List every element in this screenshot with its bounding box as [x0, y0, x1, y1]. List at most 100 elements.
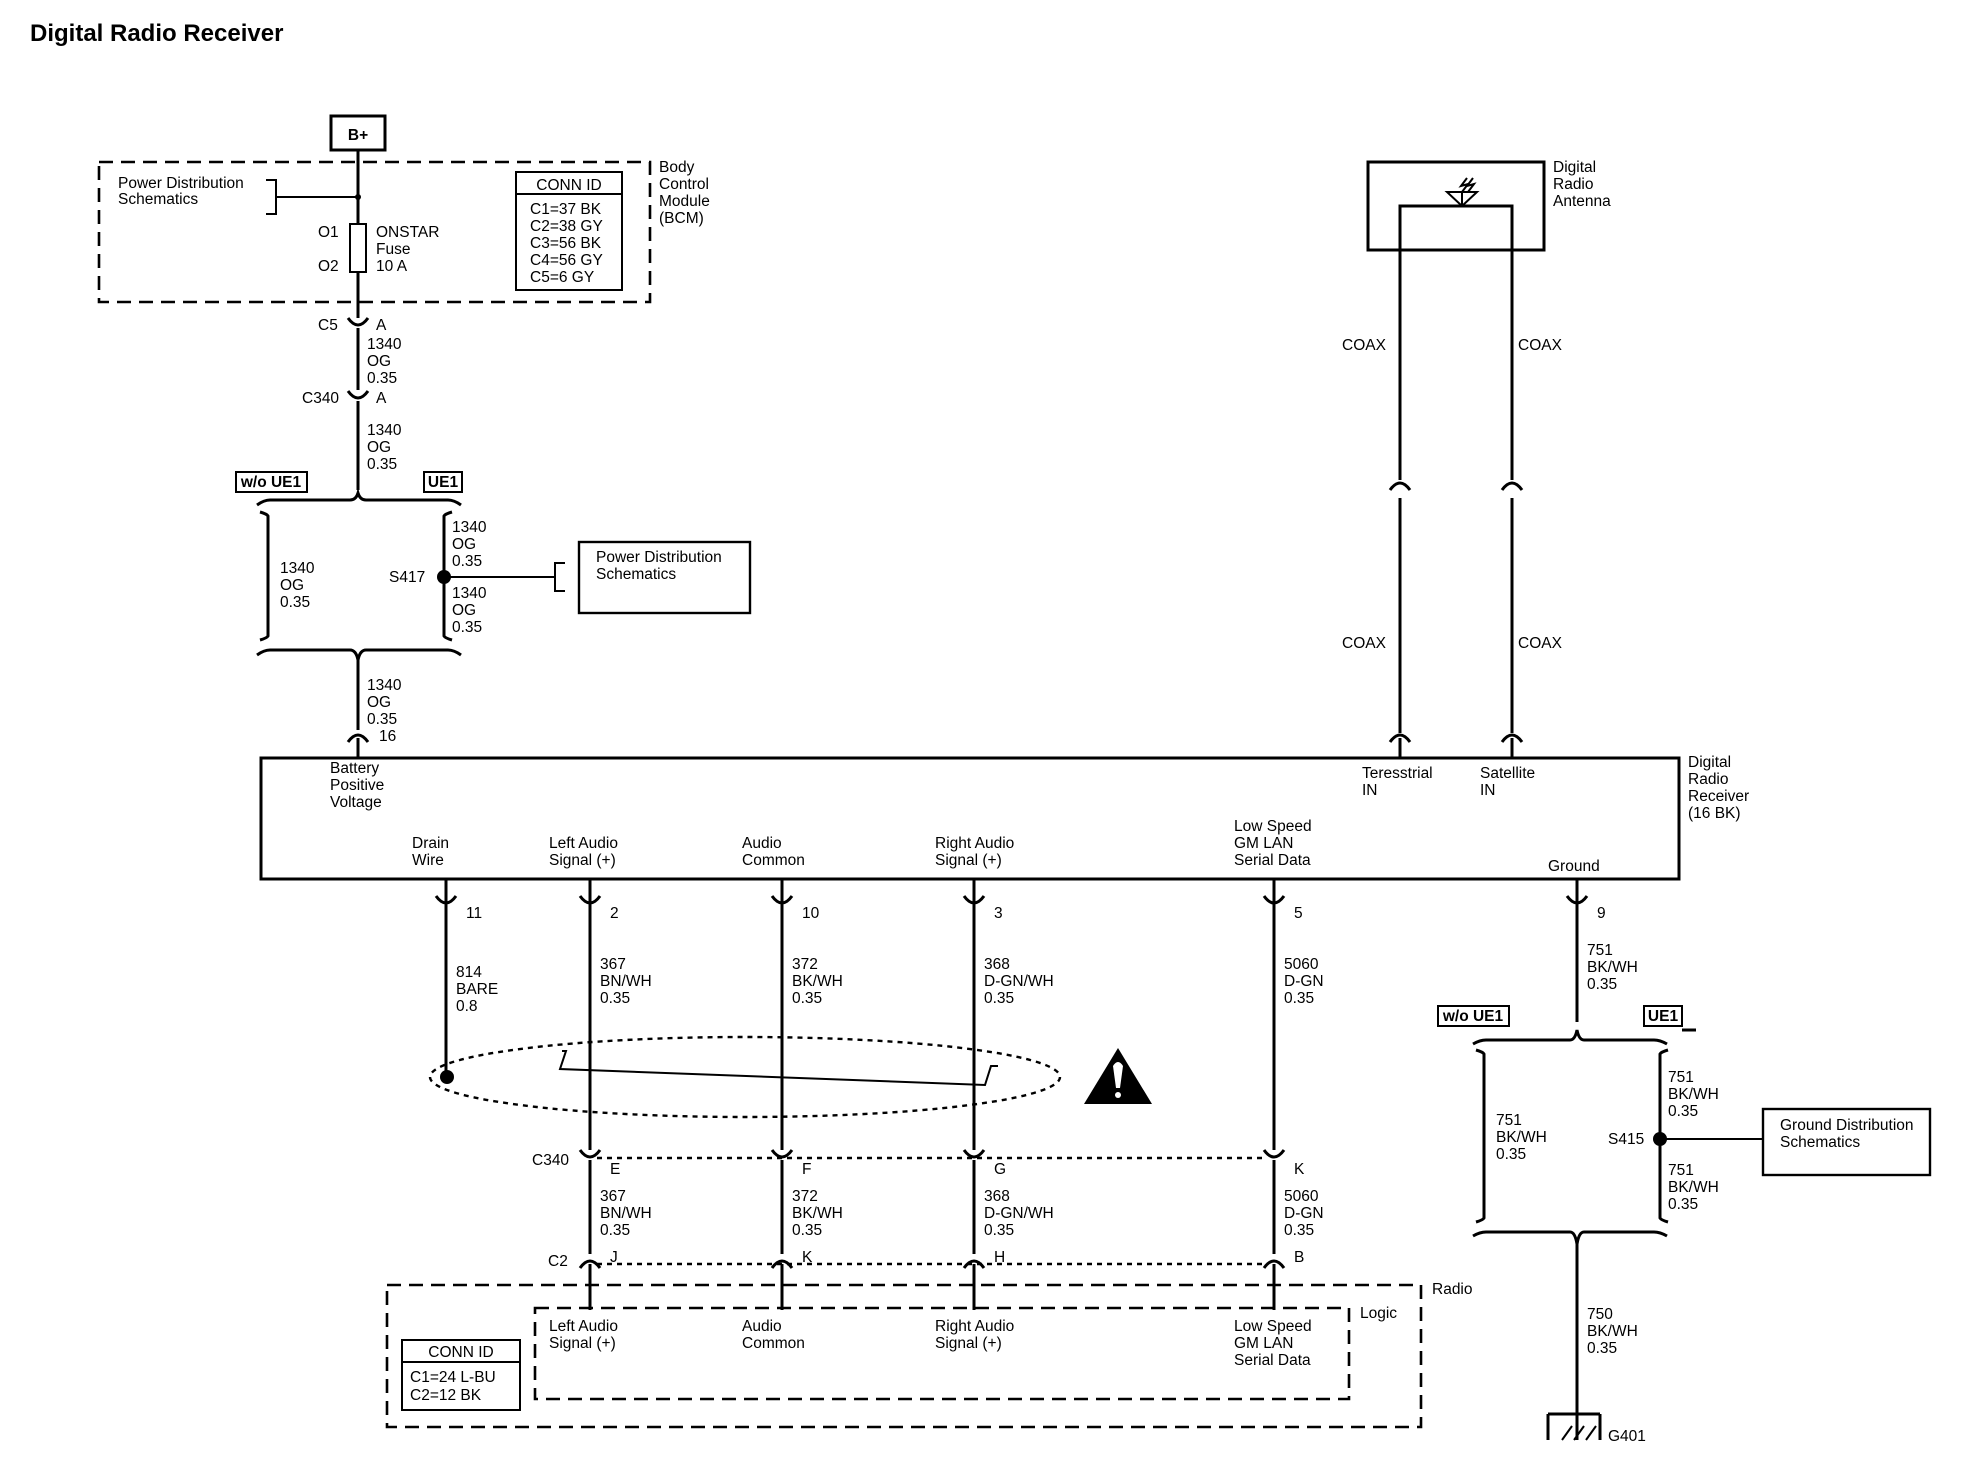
fuse-pin-o2: O2 — [318, 258, 339, 275]
radio-left-label-1: Left Audio — [549, 1318, 618, 1335]
gnd-wire-size-a: 0.35 — [1587, 976, 1617, 993]
bcm-conn-c3: C3=56 BK — [530, 235, 602, 252]
lan-label-1: Low Speed — [1234, 818, 1312, 835]
pd-ref2-line1: Power Distribution — [596, 549, 722, 566]
wire-1340-color-c: OG — [367, 694, 391, 711]
drain-wire-num: 814 — [456, 964, 482, 981]
wire-1340-size-a: 0.35 — [367, 370, 397, 387]
gnd750-size: 0.35 — [1587, 1340, 1617, 1357]
wire-1340-ue1-num-b: 1340 — [452, 585, 487, 602]
drain-wire-size: 0.8 — [456, 998, 478, 1015]
drain-wire-color: BARE — [456, 981, 498, 998]
common-wire-size-b: 0.35 — [792, 1222, 822, 1239]
gnd-ue1-color-b: BK/WH — [1668, 1179, 1719, 1196]
lan-wire-color-b: D-GN — [1284, 1205, 1324, 1222]
wire-1340-wo-size: 0.35 — [280, 594, 310, 611]
radio-lan-label-3: Serial Data — [1234, 1352, 1311, 1369]
c5-label: C5 — [318, 317, 338, 334]
c340-pin-f: F — [802, 1161, 811, 1178]
wire-1340-color-b: OG — [367, 439, 391, 456]
pin-11-label: 11 — [466, 905, 482, 922]
gnd-wire-color-a: BK/WH — [1587, 959, 1638, 976]
fuse-label-3: 10 A — [376, 258, 408, 275]
radio-module: Radio Logic Left Audio Signal (+) Audio … — [385, 1281, 1473, 1429]
common-label-2: Common — [742, 852, 805, 869]
common-wire-size-a: 0.35 — [792, 990, 822, 1007]
bplus-terminal: B+ — [329, 114, 387, 152]
bcm-name-2: Control — [659, 176, 709, 193]
radio-common-label-2: Common — [742, 1335, 805, 1352]
lan-wire-size-a: 0.35 — [1284, 990, 1314, 1007]
gnd-ue1-num-a: 751 — [1668, 1069, 1694, 1086]
antenna-name-3: Antenna — [1553, 193, 1611, 210]
warning-icon — [1084, 1048, 1152, 1104]
bcm-conn-title: CONN ID — [536, 177, 601, 194]
receiver-name-4: (16 BK) — [1688, 805, 1741, 822]
battery-label-1: Battery — [330, 760, 379, 777]
left-wire-size-b: 0.35 — [600, 1222, 630, 1239]
wire-1340-num-b: 1340 — [367, 422, 402, 439]
coax-label-4: COAX — [1518, 635, 1563, 652]
wire-1340-ue1-num-a: 1340 — [452, 519, 487, 536]
right-wire-num-a: 368 — [984, 956, 1010, 973]
lan-wire-color-a: D-GN — [1284, 973, 1324, 990]
left-wire-num-a: 367 — [600, 956, 626, 973]
wire-1340-wo-color: OG — [280, 577, 304, 594]
battery-label-2: Positive — [330, 777, 384, 794]
digital-radio-antenna: Digital Radio Antenna — [1366, 159, 1611, 252]
c2-label: C2 — [548, 1253, 568, 1270]
bcm-name-1: Body — [659, 159, 695, 176]
left-wire-color-b: BN/WH — [600, 1205, 652, 1222]
fuse-pin-o1: O1 — [318, 224, 339, 241]
wire-1340-wo-num: 1340 — [280, 560, 315, 577]
pin-16-label: 16 — [379, 728, 396, 745]
wire-1340-ue1-size-b: 0.35 — [452, 619, 482, 636]
antenna-name-1: Digital — [1553, 159, 1596, 176]
pin-5-label: 5 — [1294, 905, 1303, 922]
left-wire-size-a: 0.35 — [600, 990, 630, 1007]
coax-label-1: COAX — [1342, 337, 1387, 354]
bcm-conn-id-table: CONN ID C1=37 BK C2=38 GY C3=56 BK C4=56… — [515, 171, 623, 291]
gnd-ue1-num-b: 751 — [1668, 1162, 1694, 1179]
radio-common-label-1: Audio — [742, 1318, 782, 1335]
receiver-name-1: Digital — [1688, 754, 1731, 771]
gnd-wo-num: 751 — [1496, 1112, 1522, 1129]
wire-1340-color-a: OG — [367, 353, 391, 370]
c340-pin-k: K — [1294, 1161, 1305, 1178]
drain-wire-termination — [440, 1070, 454, 1084]
right-label-1: Right Audio — [935, 835, 1014, 852]
right-wire-num-b: 368 — [984, 1188, 1010, 1205]
antenna-name-2: Radio — [1553, 176, 1594, 193]
battery-label-3: Voltage — [330, 794, 382, 811]
radio-right-label-2: Signal (+) — [935, 1335, 1002, 1352]
logic-label: Logic — [1360, 1305, 1397, 1322]
left-label-2: Signal (+) — [549, 852, 616, 869]
left-wire-color-a: BN/WH — [600, 973, 652, 990]
c2-pin-j: J — [610, 1249, 618, 1266]
coax-label-2: COAX — [1518, 337, 1563, 354]
lan-label-2: GM LAN — [1234, 835, 1293, 852]
bcm-conn-c1: C1=37 BK — [530, 201, 602, 218]
receiver-name-2: Radio — [1688, 771, 1729, 788]
c340-pin-g: G — [994, 1161, 1006, 1178]
digital-radio-receiver: Digital Radio Receiver (16 BK) Battery P… — [259, 754, 1749, 881]
radio-conn-c2: C2=12 BK — [410, 1387, 482, 1404]
radio-conn-c1: C1=24 L-BU — [410, 1369, 496, 1386]
wire-1340-size-b: 0.35 — [367, 456, 397, 473]
drain-label-1: Drain — [412, 835, 449, 852]
gnd-wo-color: BK/WH — [1496, 1129, 1547, 1146]
terrestrial-label-2: IN — [1362, 782, 1378, 799]
bcm-module: Body Control Module (BCM) Power Distribu… — [97, 159, 710, 304]
radio-conn-title: CONN ID — [428, 1344, 493, 1361]
wire-1340-ue1-size-a: 0.35 — [452, 553, 482, 570]
c340-bottom-label: C340 — [532, 1152, 569, 1169]
gnd-ue1-size-b: 0.35 — [1668, 1196, 1698, 1213]
bcm-conn-c5: C5=6 GY — [530, 269, 594, 286]
coax-label-3: COAX — [1342, 635, 1387, 652]
bplus-label: B+ — [348, 127, 368, 144]
radio-name: Radio — [1432, 1281, 1473, 1298]
onstar-fuse-icon — [349, 223, 367, 273]
c2-pin-k: K — [802, 1249, 813, 1266]
gnd750-num: 750 — [1587, 1306, 1613, 1323]
right-wire-size-a: 0.35 — [984, 990, 1014, 1007]
